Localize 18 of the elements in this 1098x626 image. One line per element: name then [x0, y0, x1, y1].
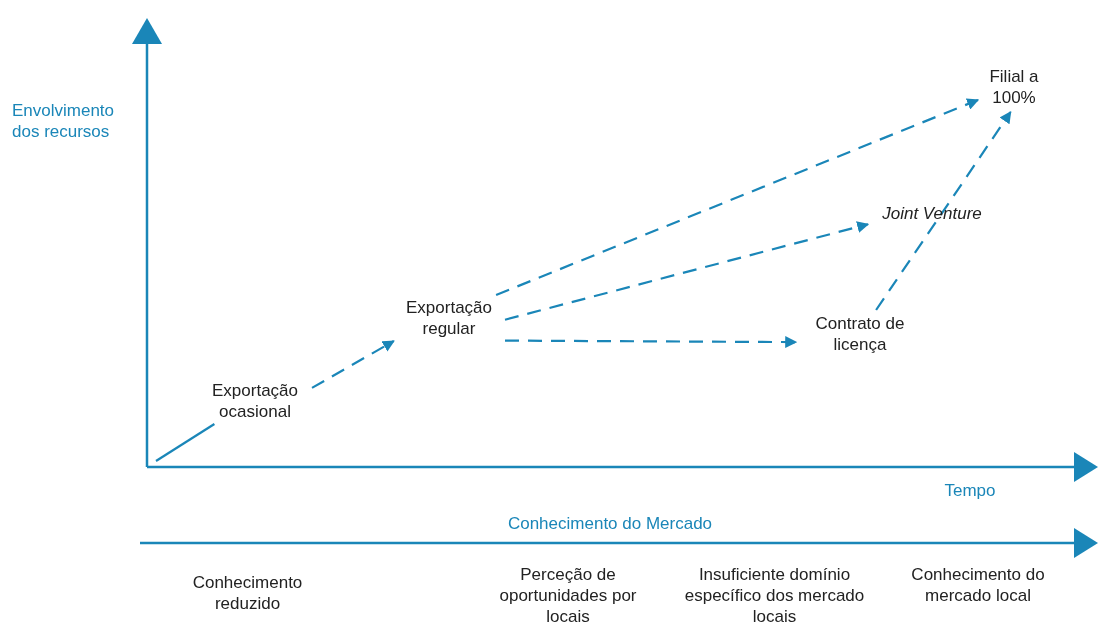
stage-description: Conhecimento do mercado local [910, 564, 1046, 606]
stage-label: Exportação regular [393, 295, 505, 341]
stage-label: Exportação ocasional [198, 378, 312, 424]
arrow [504, 221, 870, 321]
stage-description: Perceção de oportunidades por locais [498, 564, 638, 626]
stage-description: Insuficiente domínio específico dos mercado locais [683, 564, 866, 626]
axis-title: Conhecimento do Mercado [506, 513, 714, 534]
stage-label: Joint Venture [868, 200, 996, 226]
stage-label: Contrato de licença [796, 310, 924, 358]
stage-description: Conhecimento reduzido [191, 572, 304, 614]
arrow [311, 340, 395, 389]
arrow [505, 336, 798, 349]
axis-title: Envolvimento dos recursos [12, 100, 116, 142]
arrow [875, 111, 1012, 311]
stage-label: Filial a 100% [978, 62, 1050, 112]
axis-title: Tempo [943, 480, 997, 501]
arrow [495, 98, 980, 296]
line [155, 423, 215, 462]
